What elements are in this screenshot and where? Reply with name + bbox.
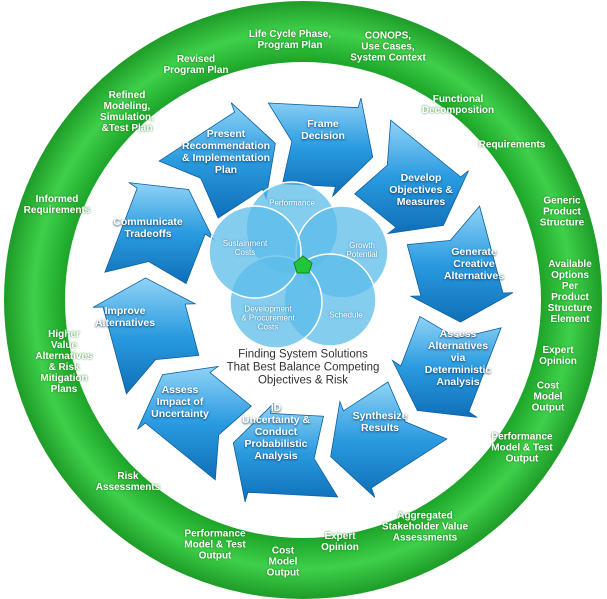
output-higher-value-alternatives: Higher Value Alternatives & Risk Mitigat… (35, 329, 93, 395)
output-informed-requirements: Informed Requirements (23, 194, 91, 216)
step-communicate-tradeoffs: Communicate Tradeoffs (113, 216, 183, 240)
step-present-recommendation: Present Recommendation & Implementation … (181, 128, 271, 176)
step-synthesize-results: Synthesize Results (352, 410, 408, 434)
venn-circle-sustainment (208, 205, 302, 299)
process-arrow-1 (267, 97, 374, 198)
step-generate-alternatives: Generate Creative Alternatives (443, 246, 505, 282)
process-arrow-8 (92, 277, 200, 395)
output-risk-assessments: Risk Assessments (95, 471, 161, 493)
process-arrow-3 (406, 205, 514, 323)
input-cost-model-right: Cost Model Output (531, 380, 565, 414)
input-expert-opinion-right: Expert Opinion (539, 345, 577, 367)
process-arrow-2 (354, 119, 469, 235)
input-expert-opinion-bottom: Expert Opinion (321, 531, 359, 553)
output-revised-program-plan: Revised Program Plan (163, 54, 229, 76)
input-available-options: Available Options Per Product Structure … (547, 259, 593, 325)
process-arrow-4 (391, 315, 502, 418)
input-requirements: Requirements (478, 139, 546, 151)
input-performance-model-right: Performance Model & Test Output (491, 431, 553, 465)
output-refined-modeling: Refined Modeling, Simulation, &Test Plan (100, 90, 154, 134)
step-assess-impact: Assess Impact of Uncertainty (151, 384, 209, 420)
step-frame-decision: Frame Decision (301, 118, 345, 142)
step-develop-objectives: Develop Objectives & Measures (389, 172, 453, 208)
balance-pentagon-icon (293, 255, 313, 274)
venn-label-schedule: Schedule (329, 310, 363, 320)
center-caption: Finding System Solutions That Best Balan… (226, 348, 380, 387)
step-improve-alternatives: Improve Alternatives (94, 305, 156, 329)
process-arrow-6 (232, 402, 339, 503)
process-arrow-5 (330, 381, 448, 498)
venn-label-sustainment: Sustainment Costs (222, 239, 268, 257)
input-functional-decomposition: Functional Decomposition (421, 94, 495, 116)
input-generic-product-structure: Generic Product Structure (539, 195, 585, 229)
input-cost-model-bottom: Cost Model Output (266, 545, 300, 579)
step-id-uncertainty: ID Uncertainty & Conduct Probabilistic A… (241, 402, 311, 462)
process-arrow-7 (137, 365, 252, 481)
venn-label-performance: Performance (269, 198, 315, 208)
input-performance-model-bottom: Performance Model & Test Output (184, 528, 246, 562)
venn-label-development: Development & Procurement Costs (241, 304, 295, 332)
step-assess-alternatives: Assess Alternatives via Deterministic An… (424, 328, 492, 388)
input-conops: CONOPS, Use Cases, System Context (350, 30, 426, 64)
output-aggregated-value: Aggregated Stakeholder Value Assessments (381, 510, 469, 544)
input-life-cycle-phase: Life Cycle Phase, Program Plan (248, 29, 332, 51)
venn-label-growth: Growth Potential (346, 241, 378, 259)
